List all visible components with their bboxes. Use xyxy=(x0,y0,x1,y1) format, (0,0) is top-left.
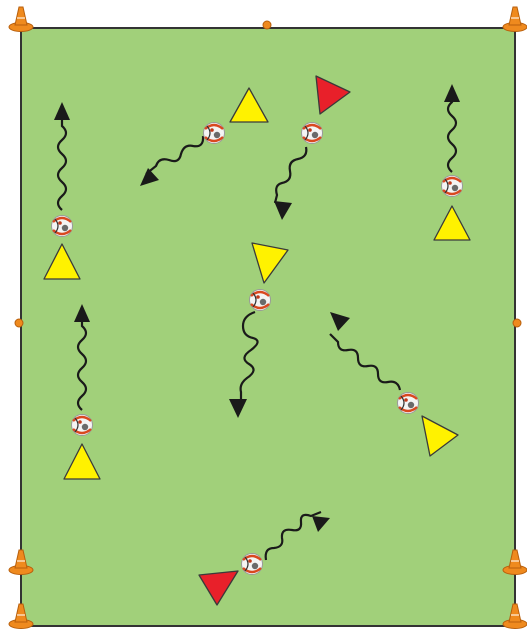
soccer-ball-icon xyxy=(302,123,323,144)
side-marker-right xyxy=(513,319,521,327)
training-cone-icon xyxy=(503,7,527,32)
soccer-ball-icon xyxy=(72,415,93,436)
side-marker-top xyxy=(263,21,271,29)
soccer-ball-icon xyxy=(250,290,271,311)
soccer-ball-icon xyxy=(398,393,419,414)
training-cone-icon xyxy=(9,7,33,32)
side-marker-left xyxy=(15,319,23,327)
soccer-ball-icon xyxy=(204,123,225,144)
pitch-area xyxy=(21,28,515,626)
soccer-ball-icon xyxy=(242,554,263,575)
soccer-ball-icon xyxy=(442,176,463,197)
soccer-ball-icon xyxy=(52,216,73,237)
